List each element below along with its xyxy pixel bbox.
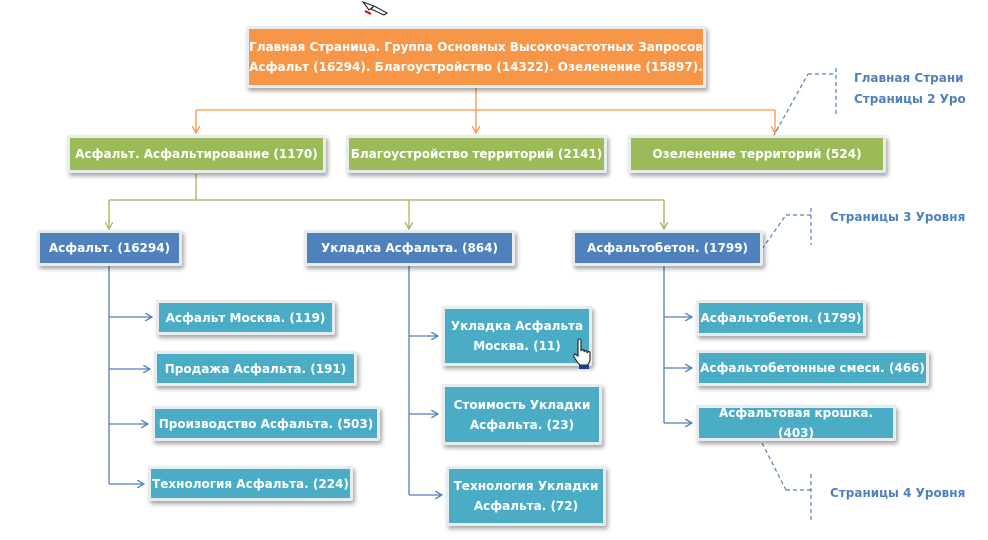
root-node[interactable]: Главная Страница. Группа Основных Высоко… xyxy=(246,26,706,88)
node-label-line2: Москва. (11) xyxy=(473,339,561,353)
annotation-line2: Страницы 2 Уро xyxy=(854,92,966,106)
node-asphalt-moscow[interactable]: Асфальт Москва. (119) xyxy=(156,300,335,335)
node-label: Производство Асфальта. (503) xyxy=(158,416,374,431)
node-asphalt-laying[interactable]: Укладка Асфальта. (864) xyxy=(304,230,515,266)
node-label-line1: Стоимость Укладки xyxy=(453,397,591,412)
node-label: Укладка Асфальта. (864) xyxy=(321,241,498,255)
hand-pointer-icon xyxy=(573,338,591,369)
annotation-line1: Главная Страни xyxy=(854,71,964,85)
node-greening[interactable]: Озеленение территорий (524) xyxy=(628,135,886,173)
node-asphalt-sale[interactable]: Продажа Асфальта. (191) xyxy=(154,351,357,386)
node-asphalt-concrete-sub[interactable]: Асфальтобетон. (1799) xyxy=(696,300,866,336)
node-asphalt-concrete-mix[interactable]: Асфальтобетонные смеси. (466) xyxy=(696,350,929,386)
node-label-line1: Технология Укладки xyxy=(453,479,599,493)
node-label: Асфальтобетонные смеси. (466) xyxy=(700,361,925,375)
node-label: Асфальтобетон. (1799) xyxy=(586,241,749,255)
node-asphalt-crumb[interactable]: Асфальтовая крошка. (403) xyxy=(696,405,896,441)
node-asphalt-concrete[interactable]: Асфальтобетон. (1799) xyxy=(572,230,763,266)
node-laying-technology[interactable]: Технология Укладки Асфальта. (72) xyxy=(446,466,606,526)
node-label: Благоустройство территорий (2141) xyxy=(350,147,603,161)
node-label: Асфальт Москва. (119) xyxy=(165,310,326,325)
node-asphalt[interactable]: Асфальт. (16294) xyxy=(37,230,182,266)
node-label: Технология Асфальта. (224) xyxy=(152,476,349,491)
node-laying-cost[interactable]: Стоимость Укладки Асфальта. (23) xyxy=(442,384,602,445)
root-node-line2: Асфальт (16294). Благоустройство (14322)… xyxy=(249,60,703,74)
node-landscaping[interactable]: Благоустройство территорий (2141) xyxy=(346,135,607,173)
annotation-level1-2: Главная Страни Страницы 2 Уро xyxy=(854,68,966,110)
node-label: Асфальтобетон. (1799) xyxy=(700,311,862,325)
root-node-line1: Главная Страница. Группа Основных Высоко… xyxy=(249,40,703,54)
node-asphalt-production[interactable]: Производство Асфальта. (503) xyxy=(152,406,380,441)
node-label: Асфальт. Асфальтирование (1170) xyxy=(75,147,318,161)
node-label-line2: Асфальта. (23) xyxy=(469,417,575,432)
pencil-cursor-icon xyxy=(361,0,389,16)
node-asphalt-technology[interactable]: Технология Асфальта. (224) xyxy=(148,466,353,501)
node-label: Озеленение территорий (524) xyxy=(652,147,862,161)
node-label-line2: Асфальта. (72) xyxy=(473,499,579,513)
node-label: Асфальт. (16294) xyxy=(48,241,171,255)
annotation-level3: Страницы 3 Уровня xyxy=(830,210,966,224)
node-label: Асфальтовая крошка. (403) xyxy=(718,406,874,440)
node-asphalt-laying-moscow[interactable]: Укладка Асфальта Москва. (11) xyxy=(442,306,592,366)
node-asphalt-paving[interactable]: Асфальт. Асфальтирование (1170) xyxy=(67,135,326,173)
node-label-line1: Укладка Асфальта xyxy=(450,319,584,333)
node-label: Продажа Асфальта. (191) xyxy=(164,361,347,376)
annotation-level4: Страницы 4 Уровня xyxy=(830,486,966,500)
